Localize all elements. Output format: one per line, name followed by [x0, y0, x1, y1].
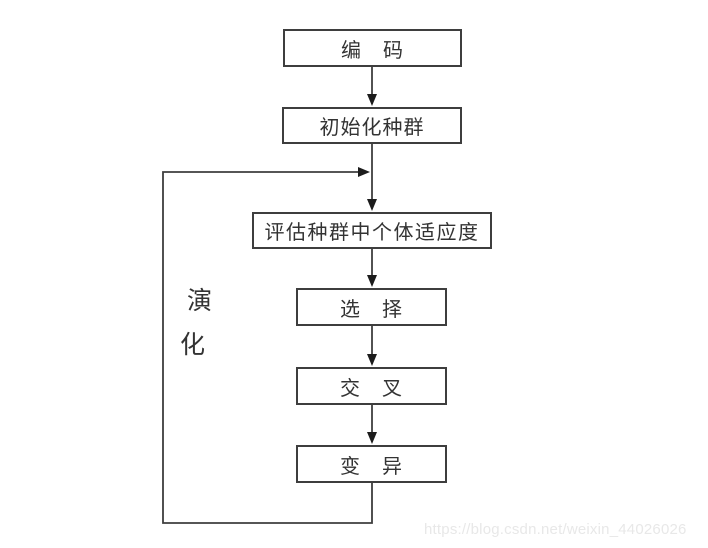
arrowhead-select-to-crossover [367, 354, 377, 366]
node-crossover-label: 交 叉 [340, 377, 403, 400]
evolution-loop-label-char-2: 化 [180, 332, 206, 359]
node-select-label: 选 择 [340, 298, 403, 321]
feedback-loop-line [162, 171, 373, 524]
node-mutate-label: 变 异 [340, 455, 403, 478]
evolution-loop-label-char-1: 演 [187, 288, 213, 315]
arrowhead-crossover-to-mutate [367, 432, 377, 444]
flowchart-node-encode: 编 码 [283, 29, 462, 67]
arrowhead-evaluate-to-select [367, 275, 377, 287]
flowchart-node-crossover: 交 叉 [296, 367, 447, 405]
node-init-label: 初始化种群 [319, 117, 425, 139]
node-evaluate-label: 评估种群中个体适应度 [264, 222, 480, 244]
flowchart-node-initialize-population: 初始化种群 [282, 107, 462, 144]
arrowhead-encode-to-init [367, 94, 377, 106]
csdn-watermark: https://blog.csdn.net/weixin_44026026 [424, 521, 687, 538]
arrowhead-feedback-loop [358, 167, 370, 177]
arrowhead-init-to-evaluate [367, 199, 377, 211]
flowchart-node-mutation: 变 异 [296, 445, 447, 483]
node-encode-label: 编 码 [341, 39, 404, 62]
flowchart-node-evaluate-fitness: 评估种群中个体适应度 [252, 212, 492, 249]
flowchart-node-selection: 选 择 [296, 288, 447, 326]
